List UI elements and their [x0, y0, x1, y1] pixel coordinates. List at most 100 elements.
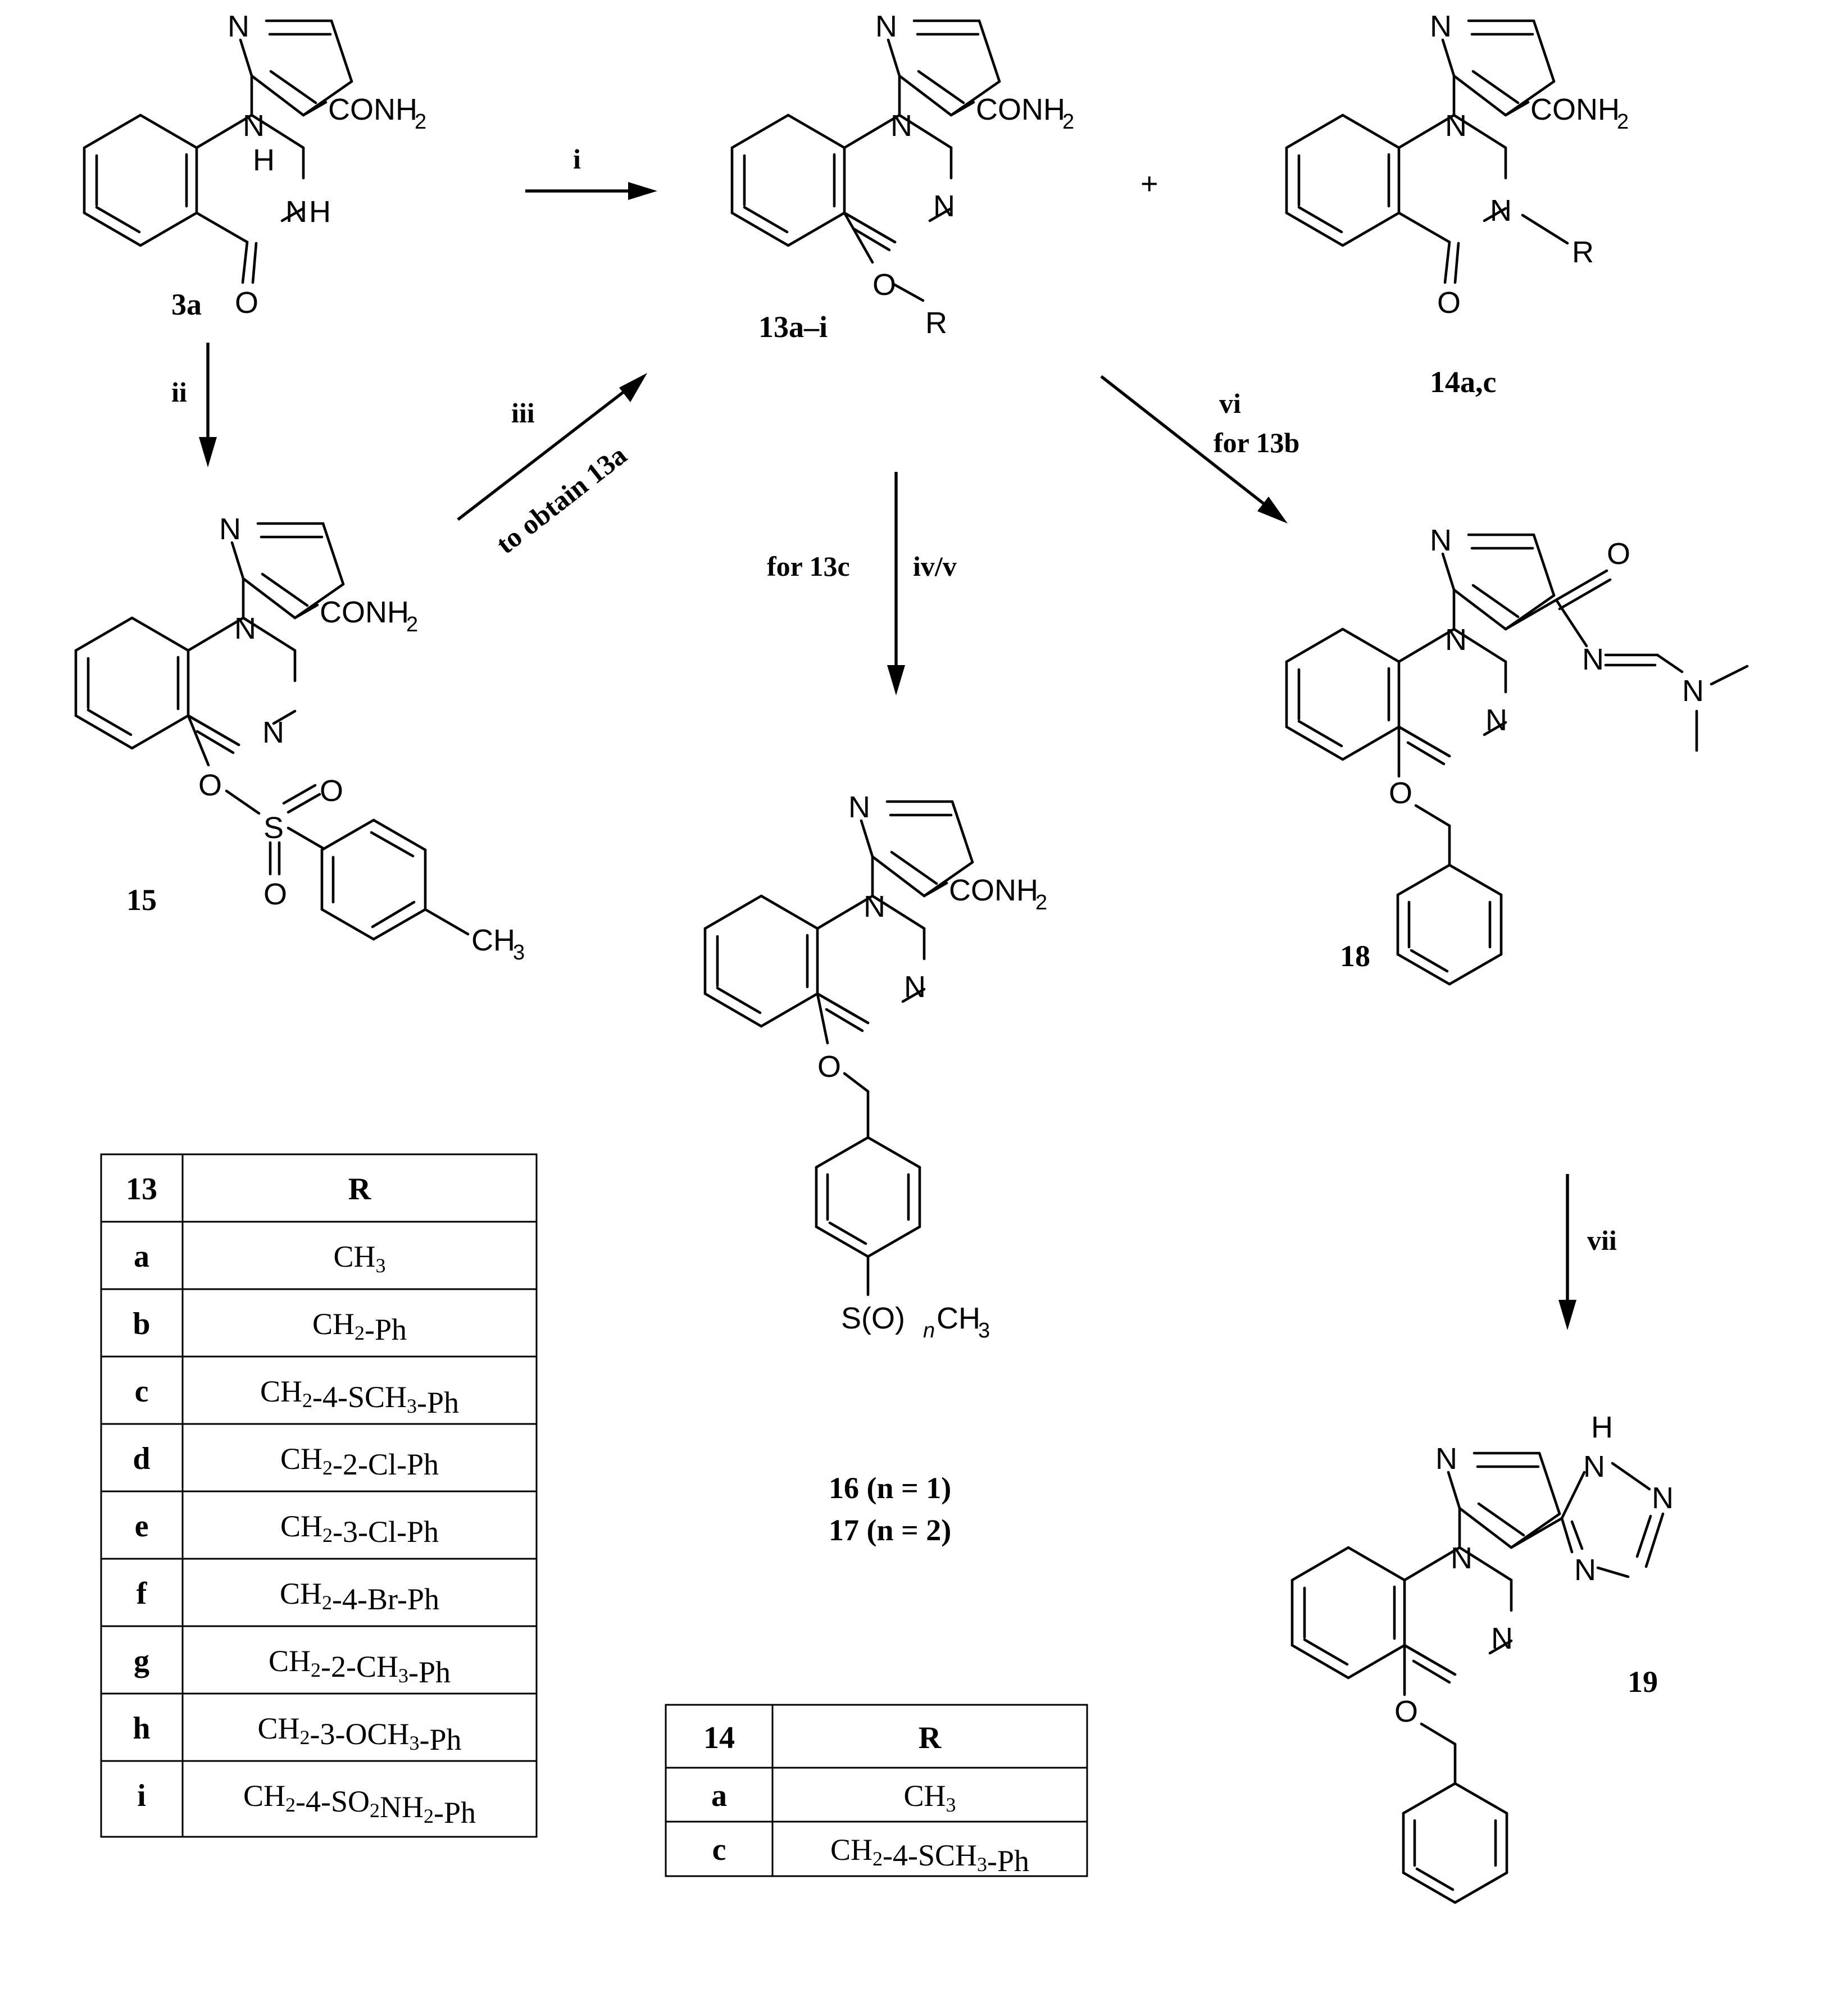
table-13-row-r: CH2-2-CH3-Ph [269, 1644, 451, 1689]
table-13-row-r: CH2-2-Cl-Ph [280, 1442, 439, 1481]
reagent-vii: vii [1587, 1225, 1617, 1256]
compound-14: N N N O R CONH 2 [1287, 10, 1629, 320]
table-13-row-r: CH2-4-SCH3-Ph [260, 1375, 459, 1419]
svg-text:N: N [1451, 1541, 1473, 1575]
svg-text:N: N [228, 10, 249, 43]
svg-text:S: S [263, 811, 284, 845]
svg-text:O: O [198, 768, 222, 802]
label-14: 14a,c [1430, 365, 1496, 399]
reagent-ii: ii [171, 376, 187, 408]
svg-text:CONH: CONH [976, 93, 1065, 126]
table-13-row-id: b [133, 1307, 150, 1341]
label-16: 16 (n = 1) [829, 1471, 951, 1505]
label-19: 19 [1628, 1665, 1658, 1699]
table-13-row-id: c [135, 1374, 149, 1409]
svg-text:N: N [1485, 703, 1507, 737]
reagent-i: i [573, 143, 581, 175]
svg-text:N: N [243, 109, 265, 143]
svg-text:N: N [1430, 10, 1452, 43]
svg-text:CONH: CONH [328, 93, 417, 126]
label-18: 18 [1340, 939, 1370, 973]
arrow-ii [199, 343, 217, 467]
svg-text:N: N [1435, 1442, 1457, 1476]
table-13-row-r: CH2-Ph [312, 1307, 407, 1346]
svg-text:N: N [262, 716, 284, 749]
svg-text:O: O [1394, 1695, 1418, 1728]
svg-text:O: O [1437, 286, 1461, 320]
svg-text:O: O [1607, 537, 1630, 571]
reagent-iv-note: for 13c [767, 550, 850, 582]
reagent-iii: iii [511, 397, 535, 429]
svg-text:N: N [1652, 1481, 1674, 1515]
compound-15: N N N O S O O CH 3 CONH 2 [76, 512, 525, 964]
table-14-header-id: 14 [703, 1721, 735, 1755]
svg-text:2: 2 [1062, 110, 1074, 134]
svg-text:N: N [848, 790, 870, 824]
svg-text:N: N [864, 890, 885, 923]
svg-text:O: O [1389, 776, 1412, 810]
svg-text:CONH: CONH [320, 595, 409, 629]
svg-text:O: O [263, 877, 287, 911]
svg-text:N: N [219, 512, 241, 546]
svg-text:R: R [925, 306, 947, 340]
table-13-row-id: f [137, 1576, 148, 1611]
svg-text:H: H [253, 143, 275, 177]
svg-text:R: R [1572, 235, 1594, 269]
svg-text:2: 2 [415, 110, 426, 134]
reagent-vi: vi [1219, 388, 1241, 419]
table-13-row-id: i [137, 1778, 146, 1813]
svg-text:N: N [1445, 109, 1467, 143]
svg-text:2: 2 [1617, 110, 1629, 134]
compound-13: N N N O R CONH 2 [732, 10, 1074, 340]
svg-text:2: 2 [406, 613, 418, 636]
svg-text:N: N [933, 189, 955, 223]
table-13-header-r: R [348, 1172, 371, 1207]
svg-text:N: N [890, 109, 912, 143]
table-14-row-r: CH2-4-SCH3-Ph [830, 1833, 1029, 1878]
table-13-row-id: h [133, 1711, 150, 1746]
compound-16-17: N N N O S(O) n CH 3 CONH 2 [705, 790, 1047, 1343]
table-13-row-id: a [134, 1239, 149, 1274]
svg-text:N: N [904, 970, 926, 1004]
table-13-row-id: g [134, 1644, 149, 1678]
arrow-vii [1558, 1174, 1576, 1330]
svg-text:CONH: CONH [949, 873, 1038, 907]
svg-text:N: N [1583, 1450, 1605, 1483]
svg-text:N: N [875, 10, 897, 43]
svg-text:N: N [1682, 674, 1704, 708]
svg-text:N: N [1430, 524, 1452, 557]
svg-text:2: 2 [1035, 891, 1047, 914]
label-17: 17 (n = 2) [829, 1513, 951, 1547]
svg-text:O: O [235, 286, 258, 320]
table-14-row-id: c [712, 1832, 726, 1867]
svg-text:CONH: CONH [1530, 93, 1620, 126]
compound-19: N N N O N H N N [1292, 1410, 1674, 1903]
arrow-iv-v [887, 472, 905, 695]
svg-text:H: H [1591, 1410, 1613, 1444]
svg-text:n: n [923, 1319, 935, 1343]
label-13: 13a–i [758, 310, 828, 344]
svg-text:S(O): S(O) [841, 1301, 905, 1335]
svg-text:O: O [320, 774, 343, 808]
svg-text:N: N [234, 612, 256, 645]
reagent-iv-v: iv/v [913, 550, 957, 582]
svg-text:CH: CH [471, 923, 515, 957]
svg-text:O: O [872, 268, 896, 302]
svg-text:O: O [817, 1050, 841, 1084]
arrow-iii [457, 373, 647, 521]
label-3a: 3a [171, 288, 202, 321]
reagent-vi-note: for 13b [1214, 427, 1299, 458]
svg-text:3: 3 [978, 1319, 990, 1343]
table-13-row-r: CH3 [333, 1240, 385, 1277]
svg-text:N: N [1445, 623, 1467, 657]
svg-text:CH: CH [937, 1301, 980, 1335]
arrow-vi [1100, 375, 1288, 524]
table-13-header-id: 13 [126, 1172, 157, 1207]
plus-sign: + [1140, 167, 1158, 201]
table-13-row-r: CH2-3-Cl-Ph [280, 1509, 439, 1549]
